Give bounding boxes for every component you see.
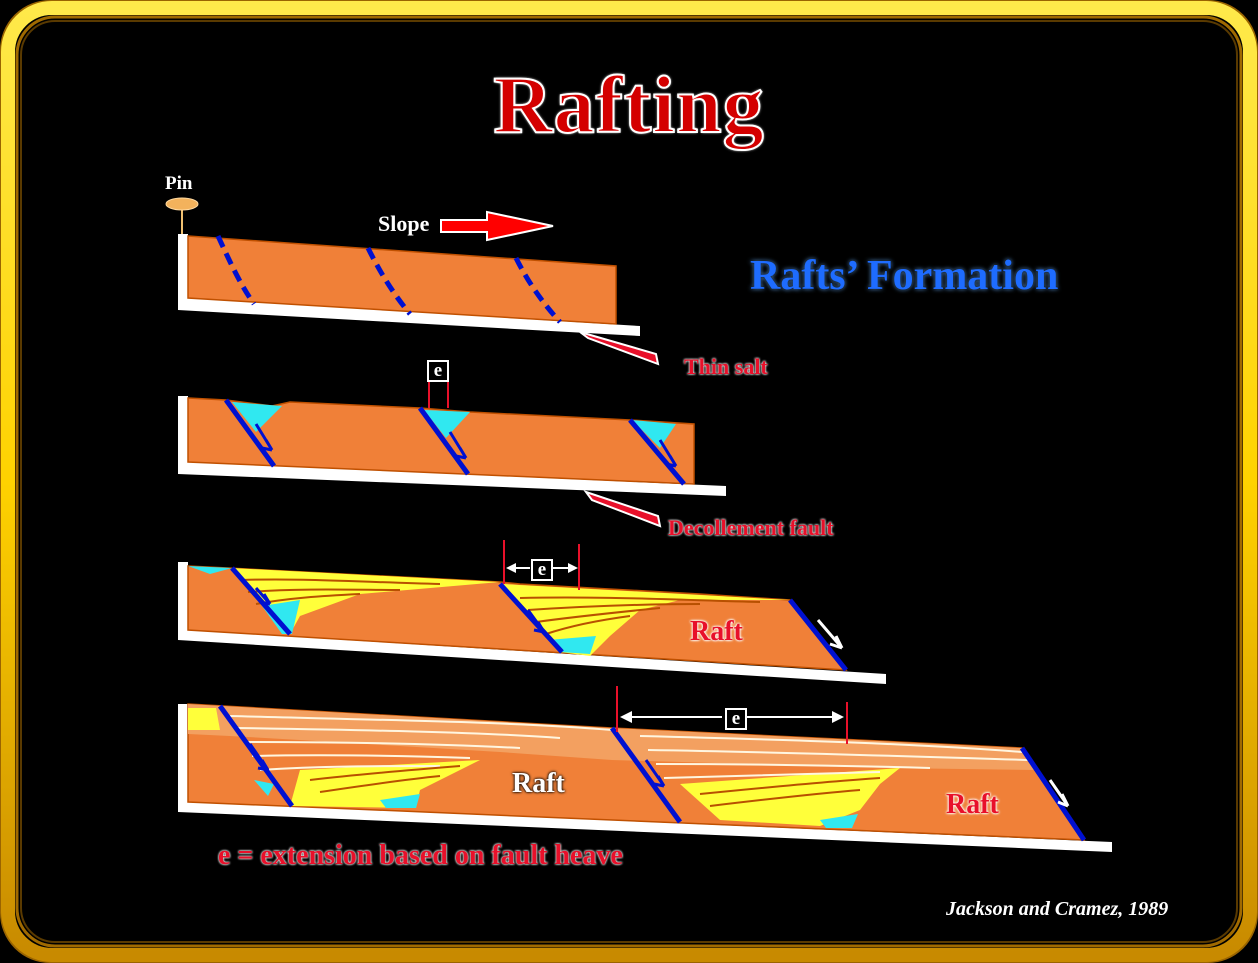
panel-1-basement (178, 234, 640, 336)
strata-lines-4-yellow (309, 765, 881, 807)
thin-salt-label: Thin salt (684, 354, 768, 379)
extension-marker-3: e (725, 708, 747, 730)
salt-wedge-2 (424, 410, 470, 438)
incipient-fault-2 (365, 246, 412, 316)
fault-3b (498, 582, 564, 654)
salt-4b (820, 814, 858, 828)
fault-4b (609, 726, 683, 824)
panel-2-faulting (178, 380, 726, 528)
panel-1-sediment (187, 235, 617, 325)
extension-marker-1: e (427, 360, 449, 382)
salt-4a (380, 794, 420, 808)
panel-3-basement (178, 562, 886, 684)
slip-arrow-icon (248, 743, 270, 772)
slip-arrow-icon (644, 759, 666, 788)
raft-label: Raft (946, 789, 999, 820)
extension-marker-2: e (531, 559, 553, 581)
decollement-arrow (583, 490, 662, 528)
slip-arrow-icon (448, 431, 468, 460)
citation: Jackson and Cramez, 1989 (946, 898, 1169, 920)
incipient-fault-1 (215, 234, 257, 306)
panel-4-mature-rafts (178, 686, 1112, 852)
panel-4-basement (178, 704, 1112, 852)
growth-strata-4b (290, 760, 480, 808)
salt-wedge-3 (632, 420, 676, 448)
panel-3-rafting (178, 540, 886, 684)
fault-3c (788, 598, 848, 672)
fault-2a (223, 398, 277, 468)
salt-wedge-1 (232, 402, 282, 432)
salt-4c (254, 780, 274, 796)
incipient-fault-3 (513, 256, 562, 324)
pin-icon (165, 197, 199, 236)
slope-arrow-icon (440, 210, 554, 242)
extension-legend: e = extension based on fault heave (218, 840, 623, 871)
slip-arrow-icon (254, 587, 272, 606)
slip-arrow-icon (658, 439, 678, 468)
salt-3-edge (188, 566, 232, 574)
fault-2b (417, 406, 471, 476)
fault-4c (1019, 746, 1087, 842)
salt-3a (262, 600, 300, 634)
fault-2c (628, 418, 686, 486)
strata-lines-4 (229, 715, 1029, 779)
raft-label: Raft (690, 616, 743, 647)
growth-strata-4a (188, 708, 220, 730)
slip-arrow-icon (526, 609, 546, 634)
slope-label: Slope (378, 211, 430, 236)
panel-2-basement (178, 396, 726, 496)
slip-arrow-icon (816, 619, 844, 650)
slip-arrow-icon (254, 423, 274, 452)
diagram-subtitle: Rafts’ Formation (750, 253, 1059, 299)
decollement-fault-label: Decollement fault (668, 515, 834, 540)
slip-arrow-icon (1048, 779, 1070, 808)
fault-4a (217, 704, 295, 808)
raft-label: Raft (512, 768, 565, 799)
pin-label: Pin (165, 173, 193, 194)
thin-salt-arrow (579, 331, 660, 366)
strata-lines-3 (241, 578, 761, 635)
page-title: Rafting (492, 58, 765, 151)
panel-1-initial (178, 234, 660, 366)
